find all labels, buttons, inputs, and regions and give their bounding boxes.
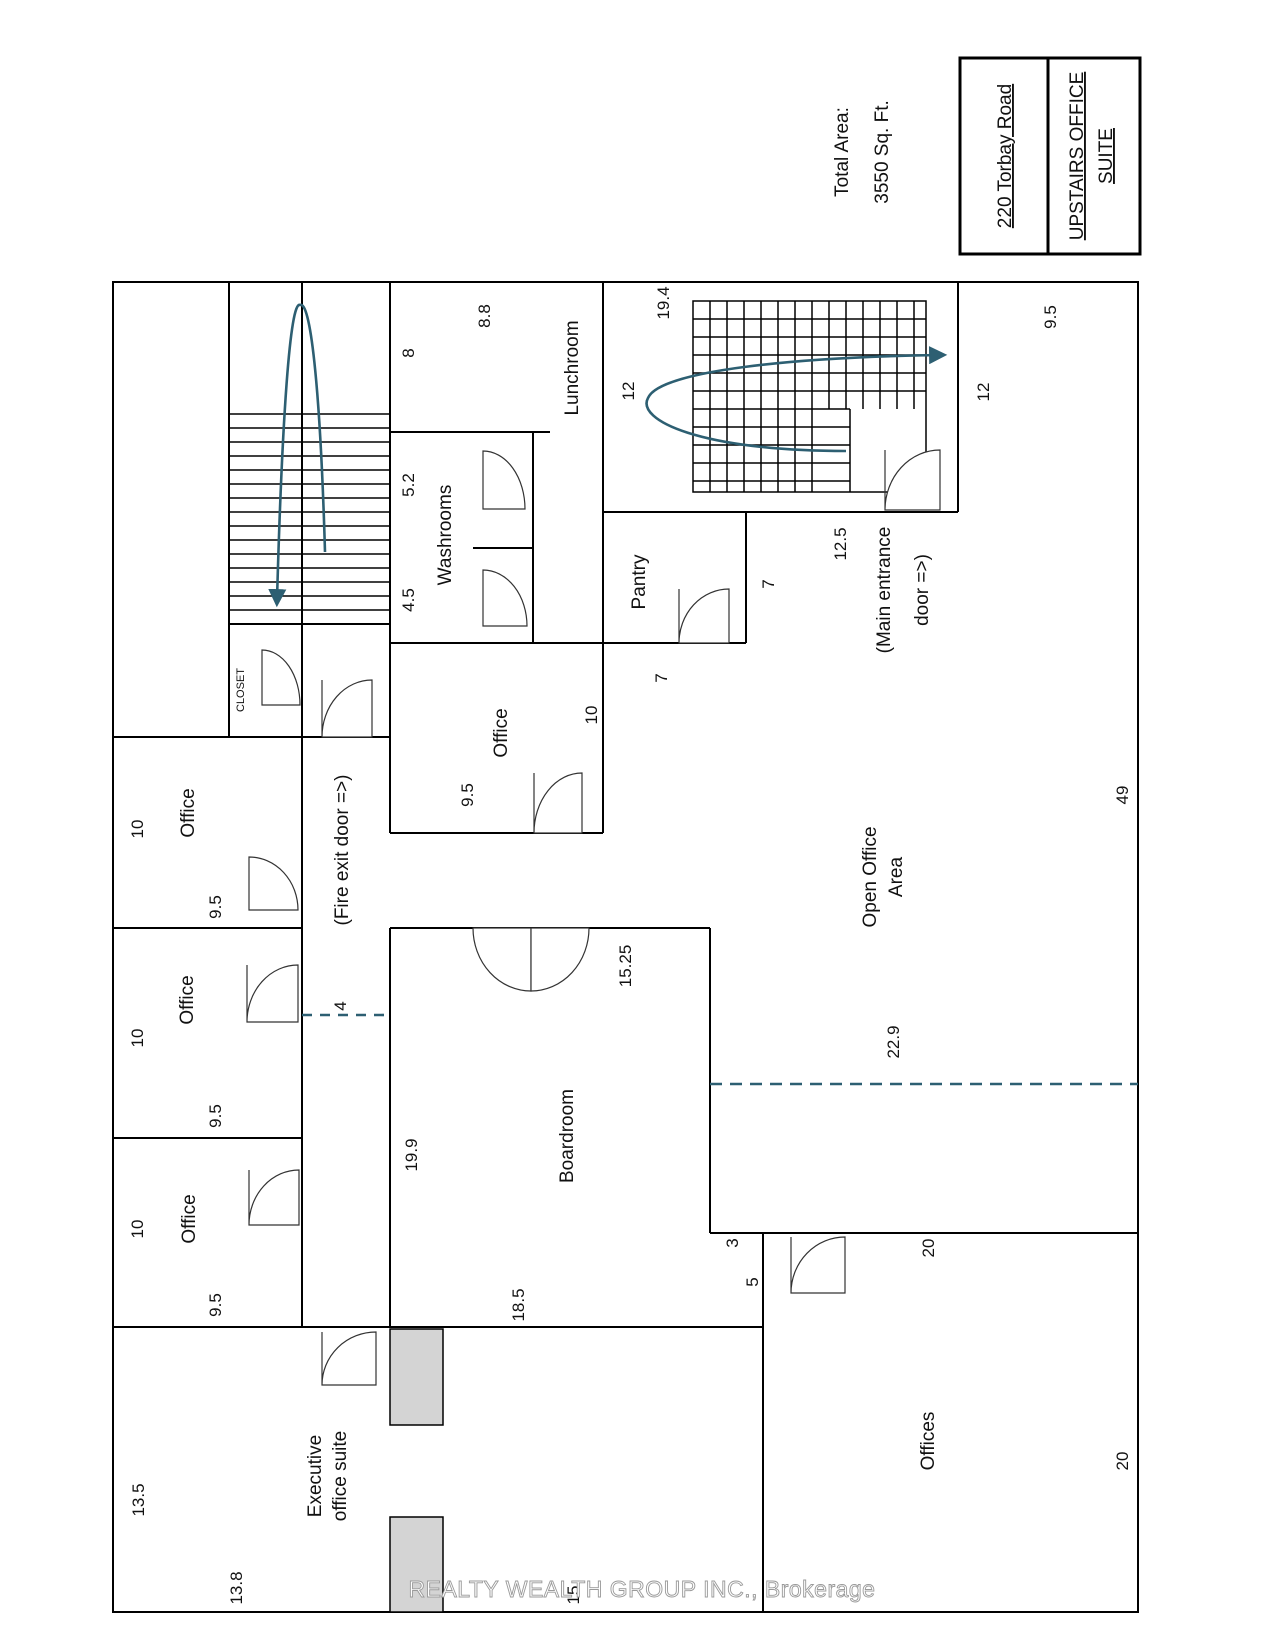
dim-label: 15 [564,1586,583,1605]
stairs-left [229,413,390,611]
walls [112,281,1139,1613]
dim-label: 12.5 [831,527,850,560]
dim-label: 12 [974,383,993,402]
office-2-label: Office [177,975,198,1024]
address-label: 220 Torbay Road [995,84,1016,228]
dim-label: 8 [399,348,418,357]
stair-arrows [268,303,1138,1086]
dim-label: 10 [582,706,601,725]
open-office-label-line2: Area [886,857,907,898]
executive-label-line1: Executive [305,1435,326,1517]
room-labels: Lunchroom Washrooms Pantry Office Office… [177,320,939,1521]
dim-label: 5 [743,1277,762,1286]
dim-label: 9.5 [1041,305,1060,329]
dim-label: 4 [331,1001,350,1010]
main-entrance-label-line1: (Main entrance [874,527,895,654]
dim-label: 19.4 [654,286,673,319]
partition-block-upper [389,1328,444,1426]
dim-label: 5.2 [399,473,418,497]
executive-label-line2: office suite [330,1431,351,1521]
dim-label: 3 [723,1238,742,1247]
dim-label: 8.8 [475,304,494,328]
suite-label-line2: SUITE [1096,128,1117,184]
closet-label: CLOSET [235,668,247,712]
dim-label: 12 [619,382,638,401]
dim-label: 4.5 [399,588,418,612]
dim-label: 9.5 [458,783,477,807]
suite-label-line1: UPSTAIRS OFFICE [1067,72,1088,241]
lunchroom-label: Lunchroom [562,320,583,415]
dim-label: 20 [919,1239,938,1258]
dim-label: 15.25 [616,945,635,988]
open-office-label-line1: Open Office [860,826,881,927]
washrooms-label: Washrooms [435,485,456,586]
offices-label: Offices [918,1412,939,1471]
dim-label: 10 [128,820,147,839]
dim-label: 22.9 [884,1025,903,1058]
boardroom-label: Boardroom [557,1089,578,1183]
dim-label: 13.8 [227,1571,246,1604]
dim-label: 7 [759,579,778,588]
office-3-label: Office [179,1194,200,1243]
arrow-left-stair [268,303,327,608]
total-area-value: 3550 Sq. Ft. [872,100,893,204]
dimension-labels: 8 8.8 5.2 4.5 19.4 12 12 9.5 12.5 7 7 10… [128,286,1132,1604]
dim-label: 20 [1113,1452,1132,1471]
dim-label: 9.5 [206,895,225,919]
dim-label: 10 [128,1220,147,1239]
dim-label: 9.5 [206,1104,225,1128]
fire-exit-label: (Fire exit door =>) [332,775,353,926]
dim-label: 49 [1113,786,1132,805]
main-entrance-label-line2: door =>) [912,554,933,626]
dim-label: 13.5 [129,1483,148,1516]
doors [246,449,941,1386]
dim-label: 18.5 [509,1288,528,1321]
partition-block-lower [389,1516,444,1613]
dim-label: 19.9 [402,1138,421,1171]
stairs-right [692,300,927,493]
office-center-label: Office [491,708,512,757]
pantry-label: Pantry [629,554,650,609]
dim-label: 7 [652,673,671,682]
total-area-label: Total Area: [832,107,853,197]
arrow-right-stair [645,346,948,453]
watermark: REALTY WEALTH GROUP INC., Brokerage [409,1576,876,1602]
dim-label: 10 [128,1029,147,1048]
office-1-label: Office [178,788,199,837]
title-block: 220 Torbay Road UPSTAIRS OFFICE SUITE [958,56,1142,256]
dim-label: 9.5 [206,1293,225,1317]
